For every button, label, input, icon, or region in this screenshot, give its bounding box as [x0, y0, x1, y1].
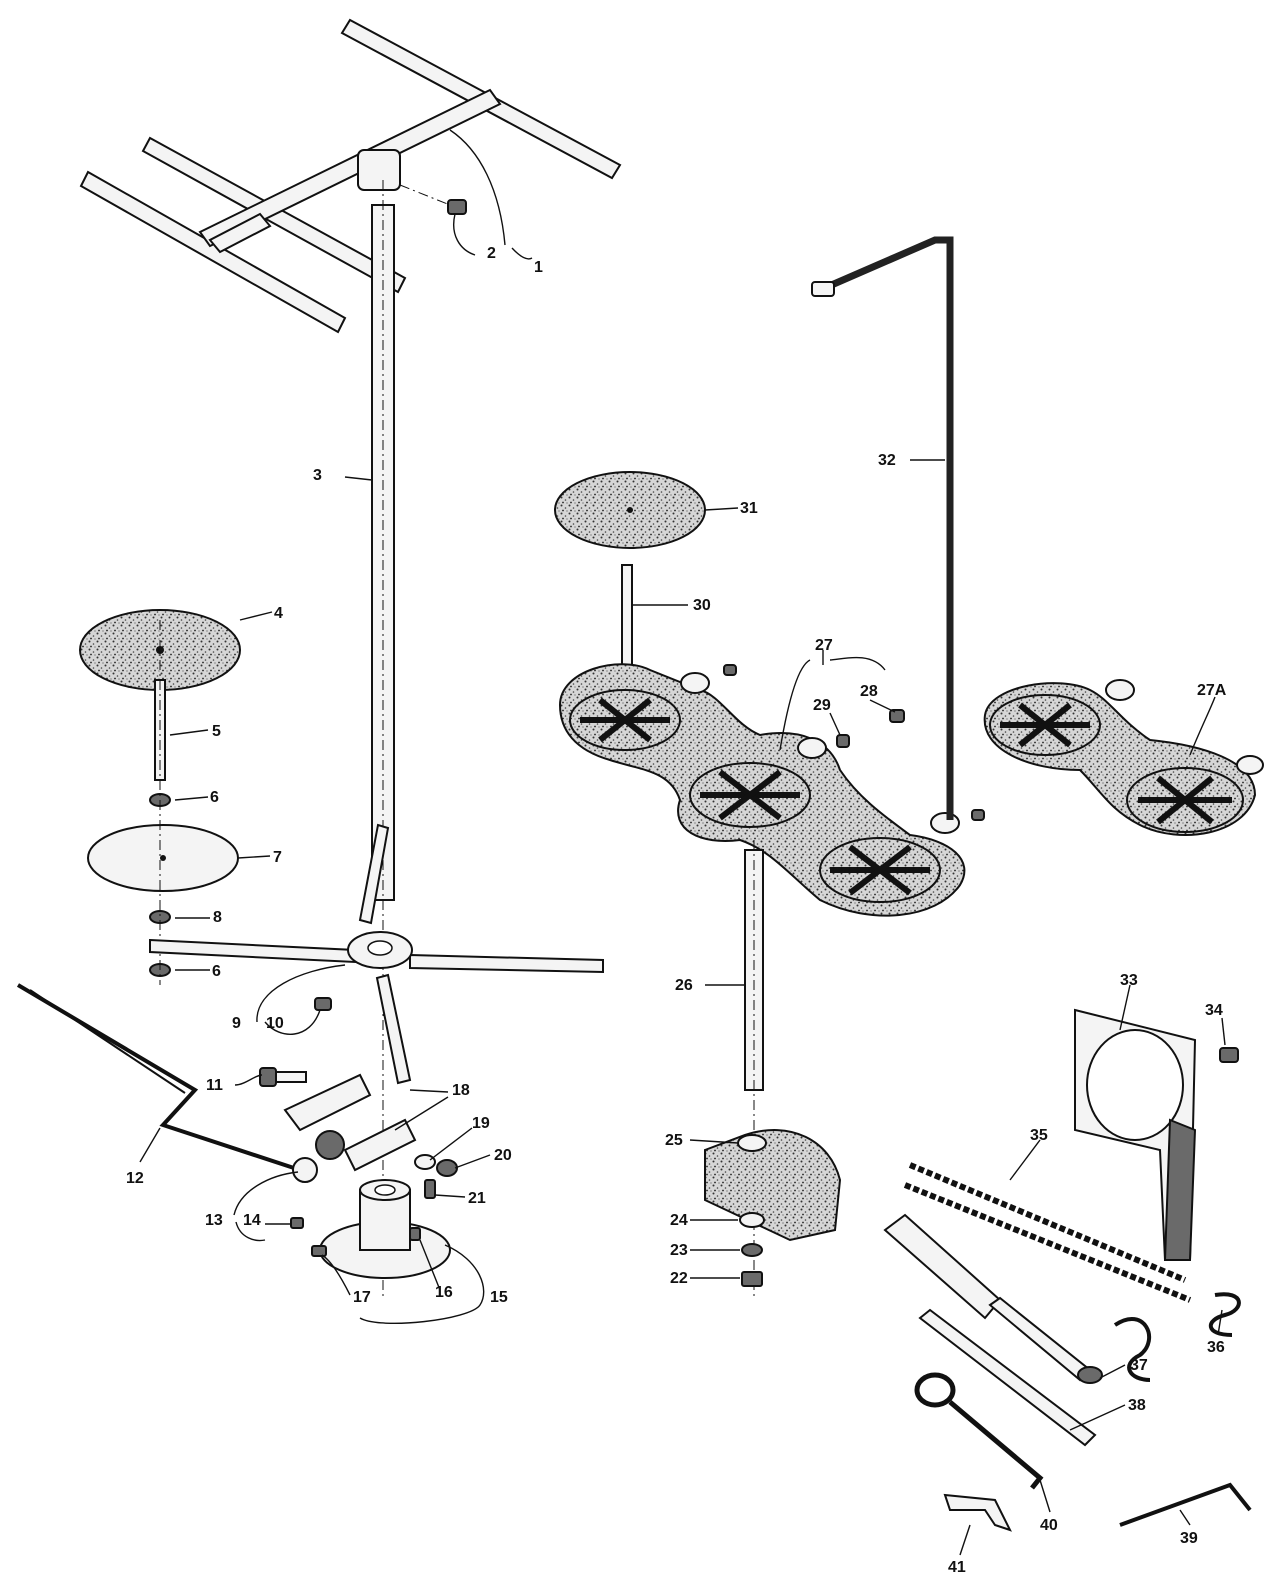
callout-41: 41: [948, 1559, 966, 1576]
callout-40: 40: [1040, 1517, 1058, 1534]
washer-25: [737, 1134, 767, 1152]
screwdriver-37: [883, 1213, 1103, 1384]
callout-33: 33: [1120, 972, 1138, 989]
callout-19: 19: [472, 1115, 490, 1132]
screw-21: [424, 1179, 436, 1199]
callout-16: 16: [435, 1284, 453, 1301]
callout-14: 14: [243, 1212, 261, 1229]
callout-30: 30: [693, 597, 711, 614]
washer-24: [739, 1212, 765, 1228]
callout-28: 28: [860, 683, 878, 700]
callout-29: 29: [813, 697, 831, 714]
screw-17: [311, 1245, 327, 1257]
plate-7: [87, 824, 239, 892]
table-section: [704, 1129, 842, 1242]
s-hook-36: [1113, 1292, 1241, 1382]
set-screw-10: [314, 997, 332, 1011]
post-26: [744, 840, 764, 1300]
reel-plate-27A: [983, 679, 1264, 836]
screw-34: [1219, 1047, 1239, 1063]
center-post: [371, 180, 395, 1300]
callout-37: 37: [1130, 1357, 1148, 1374]
top-rack-frame: [79, 18, 622, 334]
set-screw-16: [409, 1227, 421, 1241]
tool-38: [918, 1308, 1097, 1447]
callout-26: 26: [675, 977, 693, 994]
saw-chain-35: [903, 1162, 1192, 1303]
washer-19: [414, 1154, 436, 1170]
callout-17: 17: [353, 1289, 371, 1306]
pin-30: [621, 564, 633, 676]
callout-1: 1: [534, 259, 543, 276]
callout-8: 8: [213, 909, 222, 926]
callout-22: 22: [670, 1270, 688, 1287]
callout-6-lower: 6: [212, 963, 221, 980]
bolt-11: [259, 1067, 307, 1087]
set-screw-2: [399, 184, 467, 215]
callout-20: 20: [494, 1147, 512, 1164]
screw-top: [723, 664, 985, 821]
callout-12: 12: [126, 1170, 144, 1187]
callout-6-upper: 6: [210, 789, 219, 806]
callout-10: 10: [266, 1015, 284, 1032]
callout-24: 24: [670, 1212, 688, 1229]
rod-32: [811, 236, 954, 820]
callout-18: 18: [452, 1082, 470, 1099]
shield-33: [1074, 1008, 1197, 1261]
callout-labels: 1 2 3 4 5 6 6 7 8 9 10 11 12 13 14 15 16…: [126, 245, 1227, 1576]
callout-27: 27: [815, 637, 833, 654]
callout-25: 25: [665, 1132, 683, 1149]
screw-28: [889, 709, 905, 723]
callout-38: 38: [1128, 1397, 1146, 1414]
callout-31: 31: [740, 500, 758, 517]
callout-27A: 27A: [1197, 682, 1227, 699]
lever-arm-12: [16, 983, 301, 1172]
spider-arm-9: [149, 823, 604, 1085]
lockwasher-23: [741, 1243, 763, 1257]
callout-34: 34: [1205, 1002, 1223, 1019]
clamp-brackets-18: [283, 1073, 417, 1172]
callout-15: 15: [490, 1289, 508, 1306]
callout-39: 39: [1180, 1530, 1198, 1547]
callout-11: 11: [206, 1077, 223, 1094]
nut-20: [436, 1159, 458, 1177]
screw-29: [836, 734, 850, 748]
felt-pad-31: [554, 471, 706, 549]
callout-9: 9: [232, 1015, 241, 1032]
callout-2: 2: [487, 245, 496, 262]
leader-lines: [139, 129, 1226, 1556]
callout-35: 35: [1030, 1127, 1048, 1144]
callout-7: 7: [273, 849, 282, 866]
callout-5: 5: [212, 723, 221, 740]
callout-3: 3: [313, 467, 322, 484]
screw-14: [290, 1217, 304, 1229]
callout-4: 4: [274, 605, 283, 622]
allen-key-39: [1119, 1482, 1252, 1527]
wrench-41: [943, 1493, 1012, 1532]
nut-22: [741, 1271, 763, 1287]
callout-36: 36: [1207, 1339, 1225, 1356]
knob-13: [292, 1130, 345, 1183]
reel-plate-27: [558, 663, 966, 917]
callout-21: 21: [468, 1190, 486, 1207]
hook-tool-40: [914, 1372, 1044, 1490]
callout-13: 13: [205, 1212, 223, 1229]
callout-32: 32: [878, 452, 896, 469]
callout-23: 23: [670, 1242, 688, 1259]
